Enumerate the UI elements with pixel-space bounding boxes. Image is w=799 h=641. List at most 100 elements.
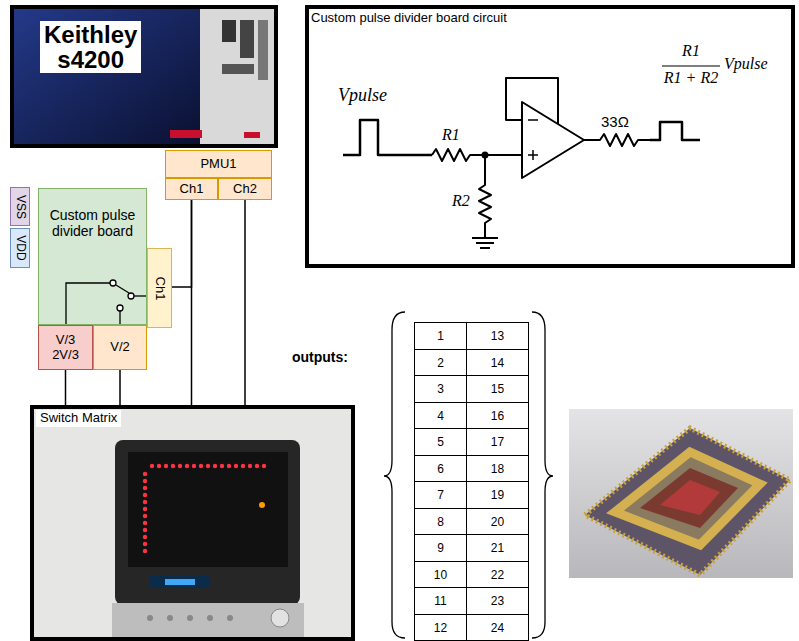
box-label: Ch1 (152, 276, 167, 300)
led-row (143, 464, 266, 553)
wire (66, 283, 110, 325)
led (199, 464, 203, 468)
led (143, 514, 147, 518)
led (213, 464, 217, 468)
switch-matrix-photo: Switch Matrix (30, 405, 355, 641)
led (143, 472, 147, 476)
wire (119, 311, 120, 325)
led (143, 535, 147, 539)
brace (384, 312, 553, 638)
led (227, 464, 231, 468)
box-label: Custom pulse divider board circuit (311, 11, 507, 26)
wire (119, 370, 121, 405)
led (143, 521, 147, 525)
formula-numerator: R1 (682, 42, 700, 60)
display-digits (165, 579, 195, 585)
right-brace (532, 312, 553, 638)
chip-pins (585, 428, 790, 575)
slot (240, 20, 254, 58)
resistor-symbol (432, 149, 522, 161)
table-cell: 11 (414, 587, 467, 615)
fraction-bar (662, 65, 720, 66)
led (143, 542, 147, 546)
wire (172, 200, 192, 287)
contact (110, 280, 116, 286)
switch-blade (116, 285, 129, 293)
button (167, 615, 173, 621)
table-cell: 7 (414, 481, 467, 509)
box-label: V/3 2V/3 (52, 333, 79, 363)
table-cell: 12 (414, 614, 467, 641)
component-label: R2 (452, 192, 470, 210)
led (143, 486, 147, 490)
chip-package (585, 428, 790, 575)
led (171, 464, 175, 468)
resistor-symbol (584, 134, 650, 146)
instrument-body (200, 7, 276, 146)
switch-matrix-photo (34, 409, 351, 637)
wire (65, 370, 67, 405)
table-cell: 4 (414, 402, 467, 429)
table-cell: 6 (414, 455, 467, 482)
instrument-photo: Keithley s4200 (10, 5, 278, 148)
led (248, 464, 252, 468)
channel-port: Ch1 (165, 178, 218, 200)
input-pulse (343, 120, 432, 155)
box-label: V/2 (110, 340, 130, 355)
signal-name: Vpulse (338, 86, 387, 106)
formula-factor: Vpulse (724, 55, 768, 73)
supply-box: VSS (10, 187, 30, 226)
slot (222, 20, 236, 42)
table-cell: 24 (466, 614, 529, 641)
table-cell: 5 (414, 428, 467, 456)
table-cell: 20 (466, 508, 529, 535)
pmu-box: PMU1 (165, 150, 272, 178)
led (259, 502, 265, 508)
component-label: R1 (442, 126, 460, 144)
led (143, 528, 147, 532)
component-value: 33Ω (601, 114, 629, 131)
wire (134, 295, 147, 296)
led (220, 464, 224, 468)
box-label: VDD (13, 235, 27, 260)
led (234, 464, 238, 468)
led (143, 493, 147, 497)
device-base (112, 603, 304, 637)
switch-symbol (66, 280, 147, 325)
table-cell: 13 (466, 322, 529, 350)
photo-ground (34, 409, 351, 637)
opamp-symbol (522, 102, 584, 178)
instrument-photo (12, 7, 276, 146)
table-cell: 23 (466, 587, 529, 615)
led (143, 479, 147, 483)
led (206, 464, 210, 468)
button (147, 615, 153, 621)
cavity (640, 468, 738, 528)
button (187, 615, 193, 621)
table-cell: 1 (414, 322, 467, 350)
led (185, 464, 189, 468)
minus-sign (528, 119, 538, 121)
contact (117, 305, 123, 311)
circuit-ground (307, 7, 793, 266)
photo-ground (569, 409, 793, 578)
table-cell: 16 (466, 402, 529, 429)
resistor-symbol (479, 155, 491, 238)
table-cell: 10 (414, 561, 467, 588)
board-fill (38, 188, 147, 325)
contact (128, 293, 134, 299)
led (164, 464, 168, 468)
divider-board: Custom pulse divider board (38, 188, 147, 325)
box-label: Ch1 (180, 182, 204, 197)
supply-box: VDD (10, 228, 30, 268)
table-cell: 3 (414, 375, 467, 403)
slot (258, 20, 268, 80)
device-front (115, 440, 300, 605)
led (192, 464, 196, 468)
table-cell: 8 (414, 508, 467, 535)
logo (170, 130, 202, 138)
formula-denominator: R1 + R2 (664, 69, 718, 87)
table-cell: 19 (466, 481, 529, 509)
